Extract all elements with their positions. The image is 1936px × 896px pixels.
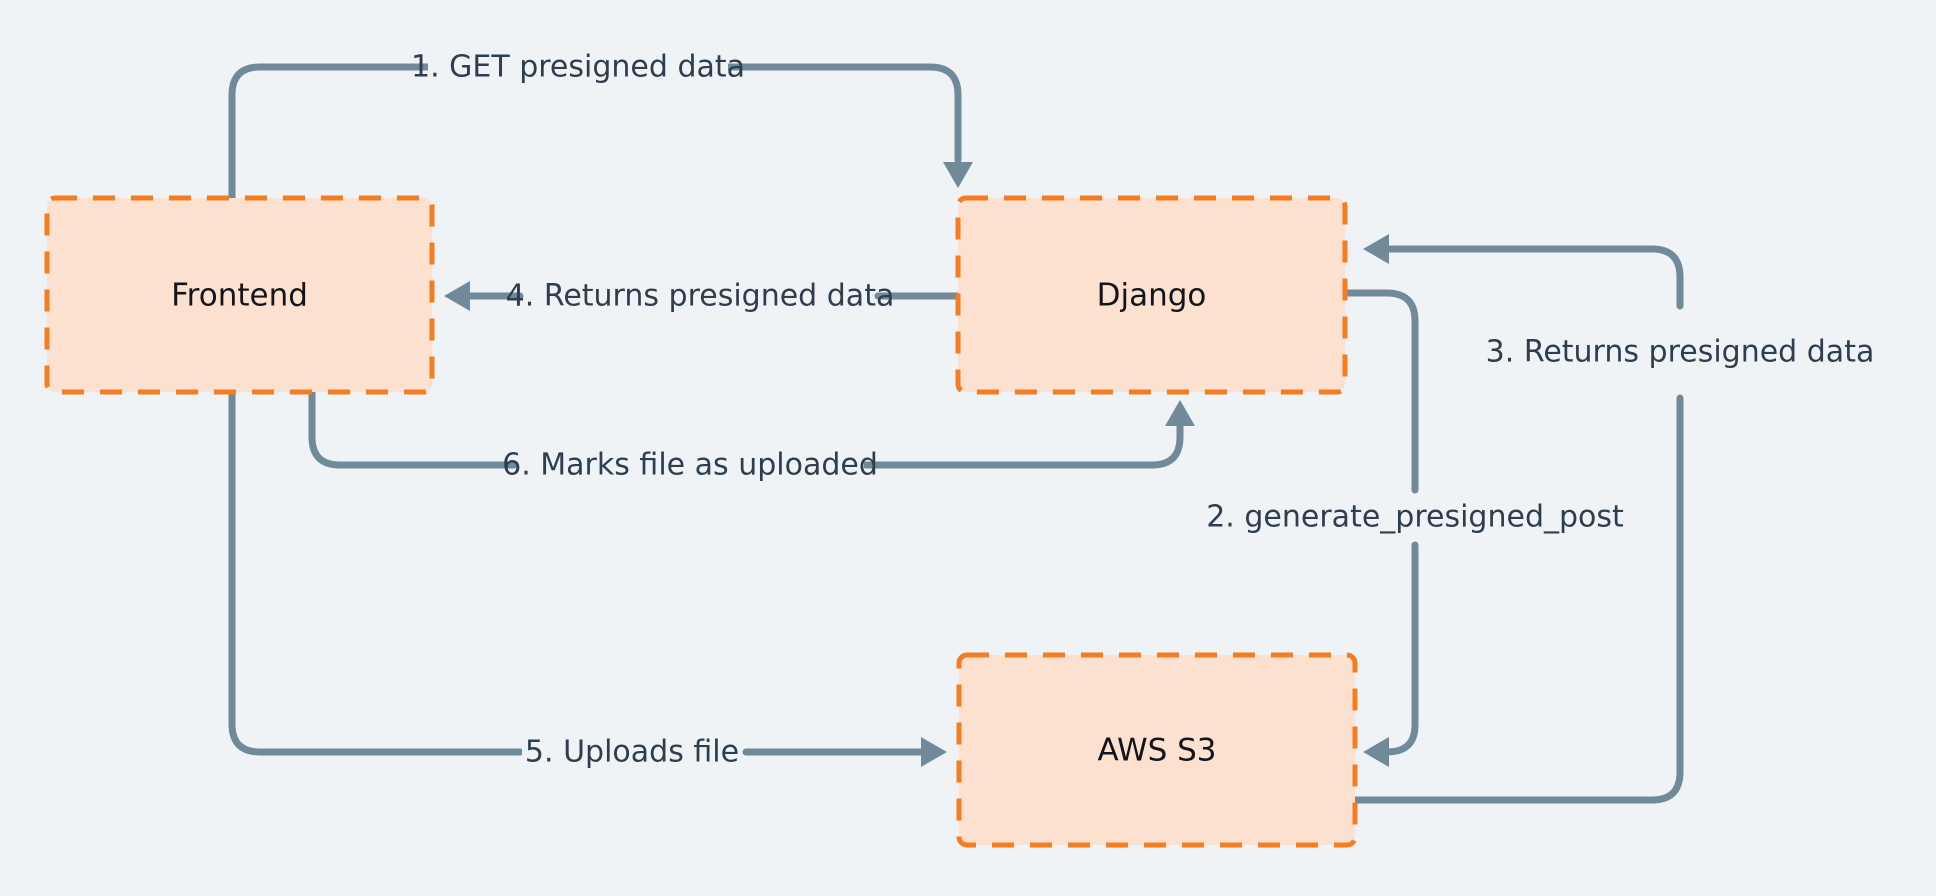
- edge-edge-3: [1351, 234, 1684, 804]
- edge-label-backdrop: [1230, 497, 1600, 537]
- node-box[interactable]: [44, 195, 435, 395]
- edge-edge-2: [1341, 289, 1419, 767]
- edge-label-text: 2. generate_presigned_post: [1206, 500, 1624, 535]
- edge-labels-layer: 1. GET presigned data 2. generate_presign…: [411, 47, 1874, 772]
- arrowhead-left-icon: [1363, 234, 1389, 264]
- edge-line: [308, 388, 1184, 469]
- edge-label-backdrop: [1506, 332, 1854, 372]
- edge-line: [1351, 245, 1684, 804]
- arrowhead-up-icon: [1165, 400, 1195, 426]
- edge-label-text: 4. Returns presigned data: [506, 279, 895, 314]
- edge-label-edge-1: 1. GET presigned data: [411, 47, 745, 87]
- node-frontend[interactable]: Frontend: [44, 195, 435, 395]
- edge-label-edge-3: 3. Returns presigned data: [1486, 332, 1875, 372]
- node-label-frontend: Frontend: [171, 278, 308, 314]
- edge-label-edge-5: 5. Uploads file: [522, 732, 742, 772]
- node-django[interactable]: Django: [955, 195, 1348, 395]
- edge-edge-5: [228, 388, 947, 767]
- edge-label-edge-4: 4. Returns presigned data: [506, 276, 895, 316]
- arrowhead-left-icon: [1363, 737, 1389, 767]
- edge-label-text: 6. Marks file as uploaded: [502, 448, 878, 483]
- node-box[interactable]: [956, 652, 1358, 848]
- edge-label-backdrop: [516, 445, 864, 485]
- edge-line: [228, 388, 934, 756]
- node-aws-s3[interactable]: AWS S3: [956, 652, 1358, 848]
- edge-label-edge-2: 2. generate_presigned_post: [1206, 497, 1624, 537]
- edge-label-text: 5. Uploads file: [525, 735, 739, 770]
- arrowhead-down-icon: [943, 162, 973, 188]
- node-label-django: Django: [1097, 278, 1207, 314]
- edge-label-backdrop: [526, 276, 874, 316]
- edge-label-text: 1. GET presigned data: [411, 50, 745, 85]
- node-box[interactable]: [955, 195, 1348, 395]
- edge-edge-6: [308, 388, 1195, 469]
- edge-label-text: 3. Returns presigned data: [1486, 335, 1875, 370]
- node-label-aws-s3: AWS S3: [1097, 733, 1216, 769]
- edge-label-edge-6: 6. Marks file as uploaded: [502, 445, 878, 485]
- edge-label-backdrop: [522, 732, 742, 772]
- edge-edge-4: [444, 281, 962, 311]
- arrowhead-left-icon: [444, 281, 470, 311]
- arrowhead-right-icon: [921, 737, 947, 767]
- edge-label-backdrop: [428, 47, 728, 87]
- edges-layer: [228, 63, 1684, 804]
